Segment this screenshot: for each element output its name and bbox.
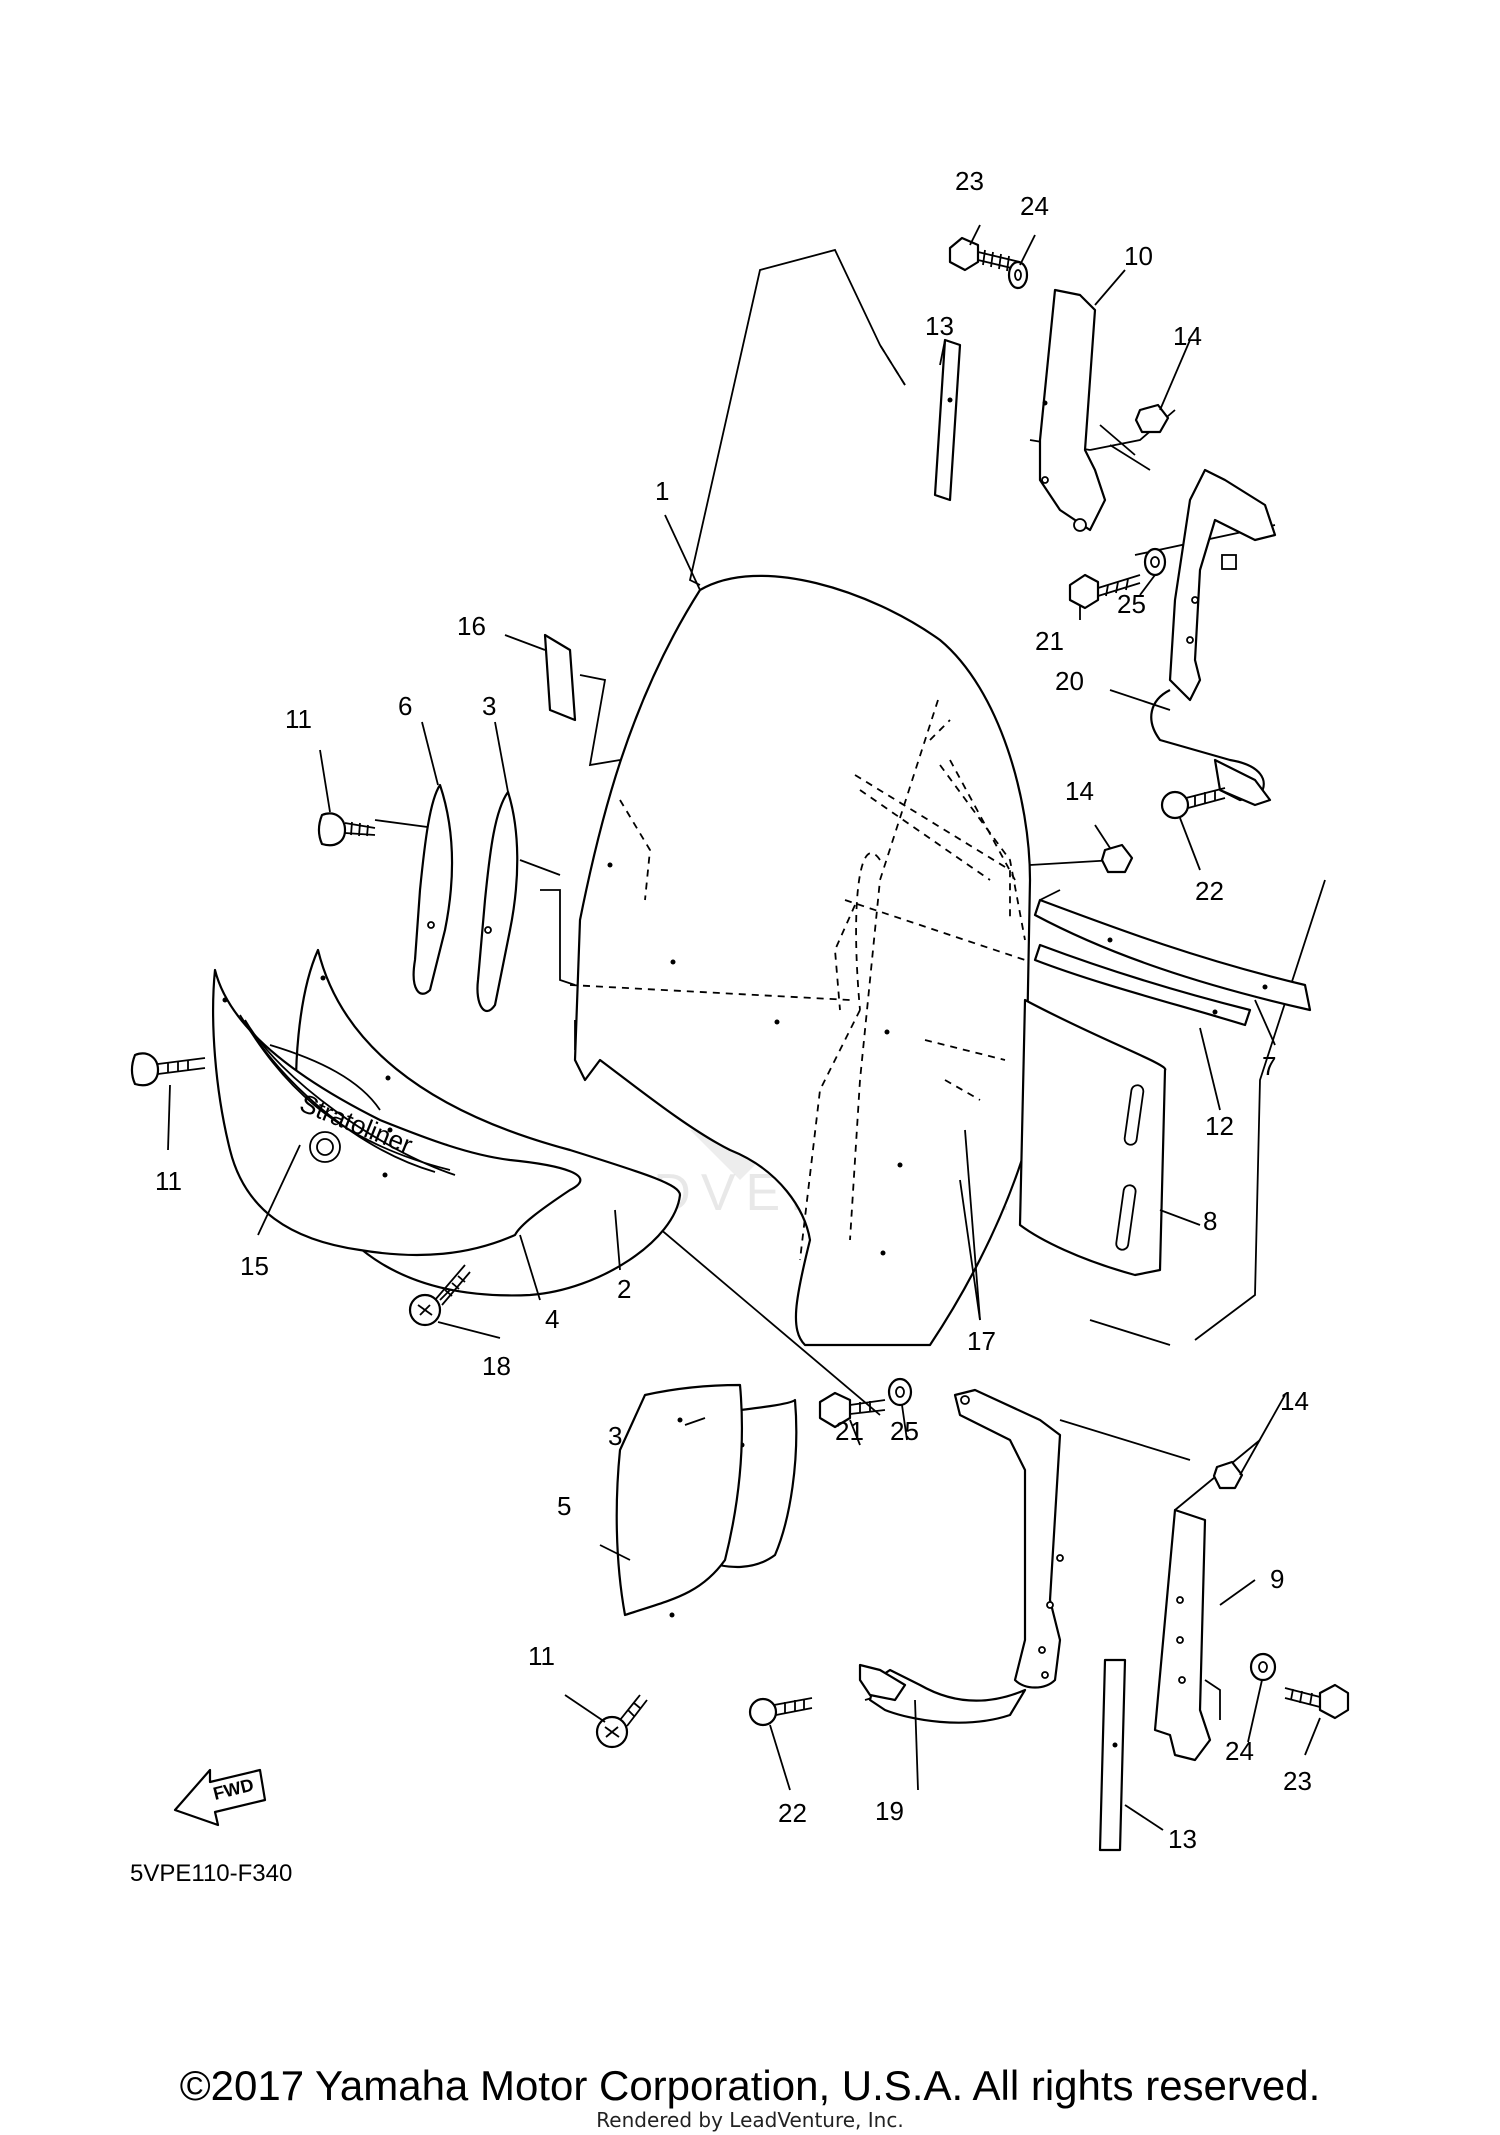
callout-6: 6 xyxy=(398,691,412,721)
rendered-by-note: Rendered by LeadVenture, Inc. xyxy=(596,2108,904,2132)
callout-13-upper: 13 xyxy=(925,311,954,341)
callout-20: 20 xyxy=(1055,666,1084,696)
callout-14-mid: 14 xyxy=(1065,776,1094,806)
nut-part-14-upper xyxy=(1134,403,1170,434)
callout-13-lower: 13 xyxy=(1168,1824,1197,1854)
callout-2: 2 xyxy=(617,1274,631,1304)
callout-22-upper: 22 xyxy=(1195,876,1224,906)
callout-leaders xyxy=(167,224,1321,1831)
rubber-strip-part-13-upper xyxy=(933,338,962,502)
bolt-part-21-lower xyxy=(818,1391,886,1429)
callout-3-lower: 3 xyxy=(608,1421,622,1451)
screw-part-11-upper xyxy=(317,812,376,847)
callout-1: 1 xyxy=(655,476,669,506)
bolt-part-21-upper xyxy=(1068,573,1141,610)
callout-23-lower: 23 xyxy=(1283,1766,1312,1796)
screw-part-11-lower xyxy=(595,1694,648,1749)
callout-3-upper: 3 xyxy=(482,691,496,721)
washer-part-25-upper xyxy=(1143,547,1167,577)
callout-11-left: 11 xyxy=(155,1166,182,1196)
bolt-part-23-lower xyxy=(1284,1683,1350,1720)
bolt-part-23-upper xyxy=(948,236,1021,272)
lower-panel-part-8 xyxy=(1018,998,1167,1277)
callout-15: 15 xyxy=(240,1251,269,1281)
callout-11-lower: 11 xyxy=(528,1641,555,1671)
callout-23-upper: 23 xyxy=(955,166,984,196)
bolt-part-22-upper xyxy=(1160,787,1226,820)
nut-part-14-lower xyxy=(1212,1460,1244,1490)
diagram-code: 5VPE110-F340 xyxy=(130,1860,293,1887)
callout-7: 7 xyxy=(1262,1051,1276,1081)
callout-19: 19 xyxy=(875,1796,904,1826)
strip-part-12 xyxy=(1033,943,1252,1027)
nut-part-14-mid xyxy=(1100,843,1134,874)
callout-24-upper: 24 xyxy=(1020,191,1049,221)
callout-10: 10 xyxy=(1124,241,1153,271)
callout-16: 16 xyxy=(457,611,486,641)
callout-21-upper: 21 xyxy=(1035,626,1064,656)
rubber-strip-part-13-lower xyxy=(1098,1658,1127,1852)
bracket-part-9 xyxy=(1153,1508,1221,1762)
sticker-part-16 xyxy=(543,633,621,767)
callout-24-lower: 24 xyxy=(1225,1736,1254,1766)
callout-18: 18 xyxy=(482,1351,511,1381)
strip-part-7 xyxy=(1033,898,1312,1012)
callout-5: 5 xyxy=(557,1491,571,1521)
callout-4: 4 xyxy=(545,1304,559,1334)
windshield-part-1 xyxy=(573,574,1032,1347)
trim-panel-part-5 xyxy=(615,1383,743,1618)
bracket-part-10 xyxy=(1038,288,1107,532)
trim-strip-part-3-upper xyxy=(476,790,519,1013)
callout-8: 8 xyxy=(1203,1206,1217,1236)
callout-14-lower: 14 xyxy=(1280,1386,1309,1416)
callout-9: 9 xyxy=(1270,1564,1284,1594)
bracket-part-20 xyxy=(1150,468,1277,807)
callout-21-lower: 21 xyxy=(835,1416,864,1446)
washer-part-24-lower xyxy=(1249,1652,1277,1682)
washer-part-24-upper xyxy=(1007,260,1029,290)
bracket-part-19 xyxy=(858,1388,1064,1724)
callout-22-lower: 22 xyxy=(778,1798,807,1828)
screw-part-18 xyxy=(408,1264,471,1327)
callout-25-upper: 25 xyxy=(1117,589,1146,619)
forward-arrow-icon: FWD xyxy=(173,1768,267,1827)
callout-25-lower: 25 xyxy=(890,1416,919,1446)
callout-12: 12 xyxy=(1205,1111,1234,1141)
screw-part-11-left xyxy=(130,1052,206,1087)
callout-labels: 1 2 3 3 4 5 6 7 8 9 10 11 11 11 12 13 13… xyxy=(155,166,1312,1854)
callout-17: 17 xyxy=(967,1326,996,1356)
callout-11-upper: 11 xyxy=(285,704,312,734)
washer-part-25-lower xyxy=(887,1377,913,1407)
callout-14-upper: 14 xyxy=(1173,321,1202,351)
trim-strip-part-6 xyxy=(412,783,454,995)
bolt-part-22-lower xyxy=(748,1697,813,1727)
copyright-notice: ©2017 Yamaha Motor Corporation, U.S.A. A… xyxy=(179,2062,1321,2109)
